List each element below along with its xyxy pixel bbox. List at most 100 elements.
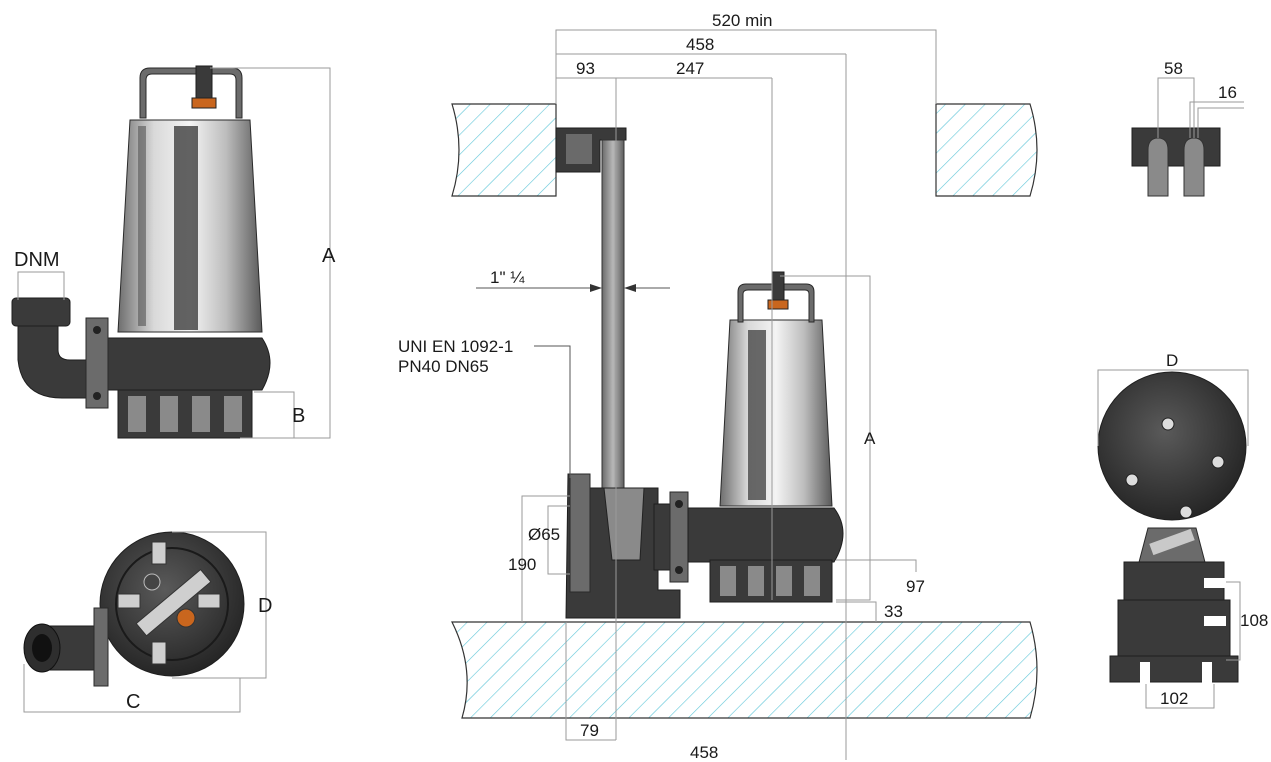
front-foot-gap — [1140, 662, 1150, 684]
front-slot — [1204, 616, 1226, 626]
bracket-block — [1131, 127, 1221, 167]
label-c: C — [126, 691, 140, 713]
label-b: B — [292, 405, 305, 427]
dim-line-16b — [1197, 107, 1244, 138]
label-108: 108 — [1240, 611, 1268, 630]
discharge-coupling — [11, 297, 71, 327]
discharge-flange — [85, 317, 109, 409]
dim-line-d-front — [1097, 369, 1249, 446]
arrow-right — [624, 284, 636, 292]
base-claw — [603, 487, 645, 561]
pump-foot — [192, 396, 210, 432]
installed-foot — [776, 566, 792, 596]
dim-line-d-bottom — [172, 531, 267, 679]
label-102: 102 — [1160, 689, 1188, 708]
gland-nut — [191, 97, 217, 109]
label-247: 247 — [676, 59, 704, 78]
label-a-installed: A — [864, 429, 876, 448]
label-flange-std-2: PN40 DN65 — [398, 357, 489, 376]
floor-slab — [451, 621, 1038, 719]
label-33: 33 — [884, 602, 903, 621]
bottom-lug — [197, 593, 221, 609]
dim-line-d65 — [547, 505, 570, 575]
pump-front-view — [1097, 371, 1247, 684]
pump-bottom-view — [23, 531, 245, 687]
bracket-pin-right — [1183, 137, 1205, 197]
label-93: 93 — [576, 59, 595, 78]
bottom-flange — [93, 607, 109, 687]
label-79: 79 — [580, 721, 599, 740]
bottom-lug — [151, 641, 167, 665]
label-458-top: 458 — [686, 35, 714, 54]
label-pipe-size: 1" ¼ — [490, 268, 525, 287]
installation-dimensions: 520 min 458 93 247 1" ¼ UNI EN 1092-1 PN… — [398, 11, 937, 762]
label-d65: Ø65 — [528, 525, 560, 544]
dim-line-79 — [565, 622, 616, 741]
discharge-elbow — [17, 319, 91, 399]
dim-line-33 — [836, 601, 877, 622]
front-foot-gap — [1202, 662, 1212, 684]
motor-fin-left — [138, 126, 146, 326]
front-bolt — [1161, 417, 1175, 431]
flange-bolt — [93, 392, 101, 400]
base-flange — [569, 473, 591, 593]
bottom-hole — [143, 573, 161, 591]
cable-gland — [195, 65, 213, 99]
dim-line-520 — [555, 29, 937, 104]
front-slot — [1204, 578, 1226, 588]
pump-handle — [139, 67, 243, 119]
label-458-bottom: 458 — [690, 743, 718, 762]
installation-view — [451, 103, 1038, 719]
pump-side-view — [11, 65, 271, 439]
dim-line-16a — [1189, 101, 1244, 138]
bottom-lug — [151, 541, 167, 565]
bottom-view-dimensions: D C — [23, 531, 272, 713]
dim-line-dnm — [17, 271, 65, 300]
upper-bracket-plate — [566, 134, 592, 164]
dim-line-108 — [1226, 581, 1241, 661]
impeller-ring — [115, 547, 229, 661]
label-dnm: DNM — [14, 249, 60, 271]
label-flange-std-1: UNI EN 1092-1 — [398, 337, 513, 356]
pump-volute-installed — [687, 507, 844, 563]
installed-gland-nut — [767, 299, 789, 310]
pump-foot — [160, 396, 178, 432]
front-bolt — [1211, 455, 1225, 469]
top-slab-left — [451, 103, 557, 197]
pump-flange-bolt — [675, 500, 683, 508]
installed-foot — [748, 566, 764, 596]
label-190: 190 — [508, 555, 536, 574]
installed-motor-fin — [748, 330, 766, 500]
dim-line-a-installed — [780, 275, 871, 601]
bracket-pin-left — [1147, 137, 1169, 197]
front-bolt — [1125, 473, 1139, 487]
bottom-discharge-bore — [32, 634, 52, 662]
arrow-left — [590, 284, 602, 292]
installed-foot — [720, 566, 736, 596]
pump-foot — [128, 396, 146, 432]
label-d-front: D — [1166, 351, 1178, 370]
side-view-dimensions: DNM A B — [14, 67, 336, 439]
flange-leader — [534, 345, 571, 478]
front-base — [1109, 655, 1239, 683]
front-clamp — [1149, 528, 1195, 556]
dim-line-102 — [1145, 684, 1215, 709]
label-d-bottom: D — [258, 595, 272, 617]
front-lower-body — [1117, 599, 1231, 657]
label-520-min: 520 min — [712, 11, 772, 30]
dim-line-58 — [1157, 77, 1195, 138]
guide-pipe — [601, 139, 625, 491]
motor-fin — [174, 126, 198, 330]
dim-line-190 — [521, 495, 570, 622]
label-58: 58 — [1164, 59, 1183, 78]
dim-line-97 — [836, 559, 917, 572]
flange-bolt — [93, 326, 101, 334]
bracket-detail: 58 16 — [1131, 59, 1244, 197]
bottom-lug — [117, 593, 141, 609]
dim-line-b — [254, 391, 295, 438]
top-slab-right — [935, 103, 1038, 197]
bottom-plug — [176, 608, 196, 628]
label-a-side: A — [322, 245, 336, 267]
dim-line-c — [23, 664, 241, 713]
